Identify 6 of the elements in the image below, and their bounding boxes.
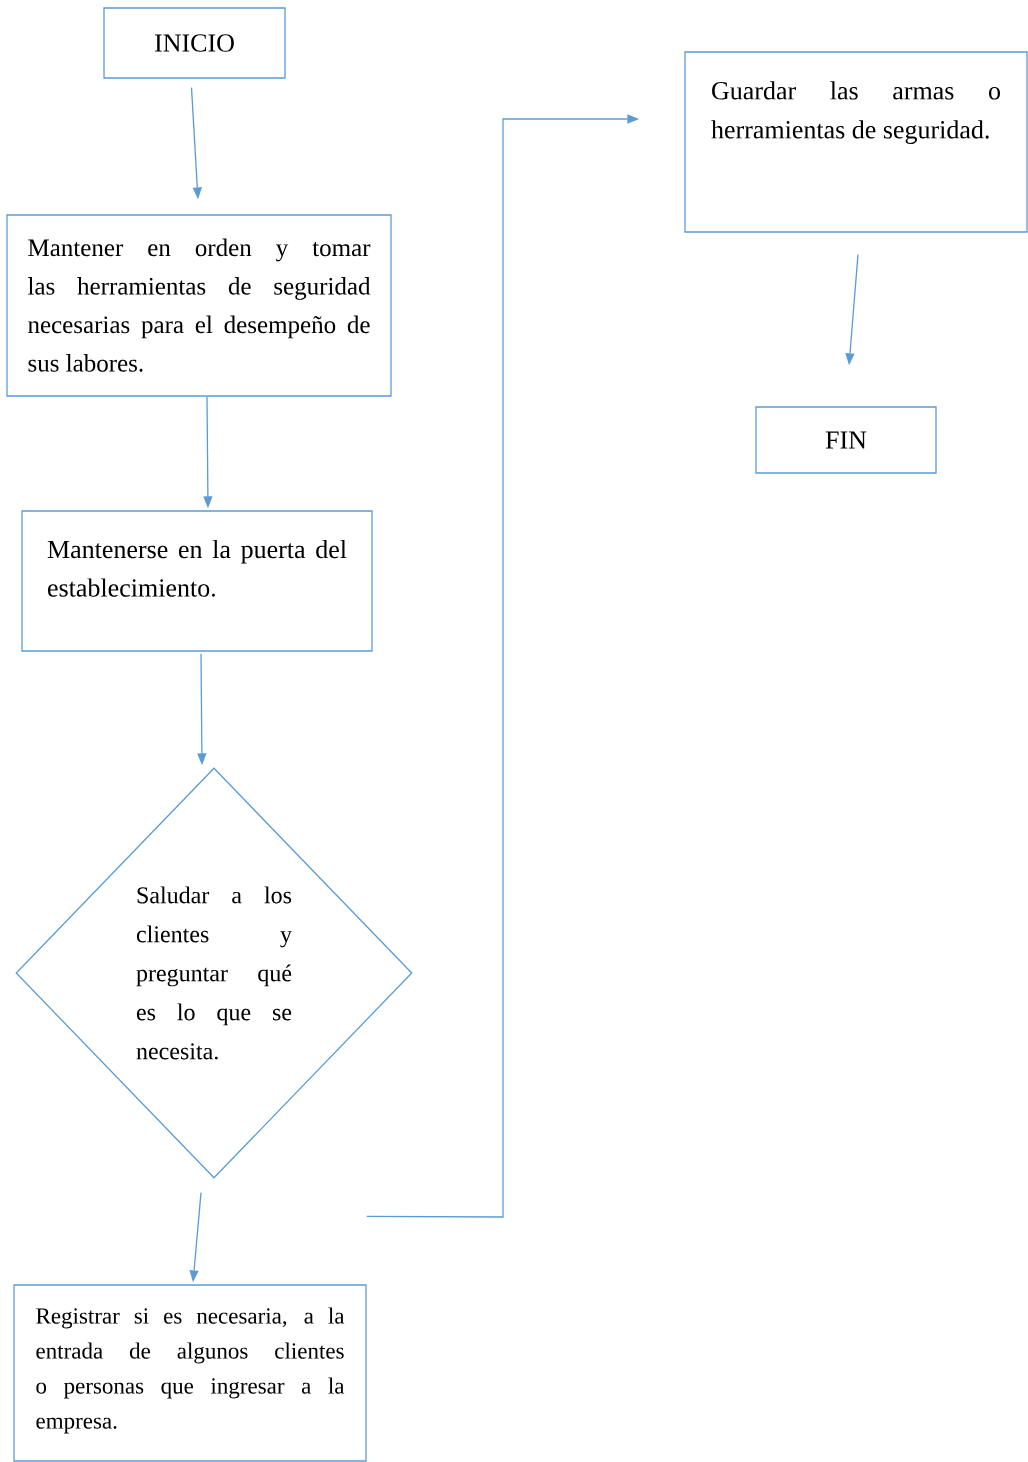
terminal-box: FIN xyxy=(755,406,937,474)
process-box: Mantener en orden y tomar las herramientas de seguridad necesarias para el desempeño de sus labores. xyxy=(6,214,392,397)
process-box: Mantenerse en la puerta del establecimiento. xyxy=(21,510,373,652)
process-box: Registrar si es necesaria, a la entrada de algunos clientes o personas que ingresar a la empresa. xyxy=(13,1284,367,1462)
process-box: Guardar las armas o herramientas de seguridad. xyxy=(684,51,1028,233)
terminal-box: INICIO xyxy=(103,7,286,79)
